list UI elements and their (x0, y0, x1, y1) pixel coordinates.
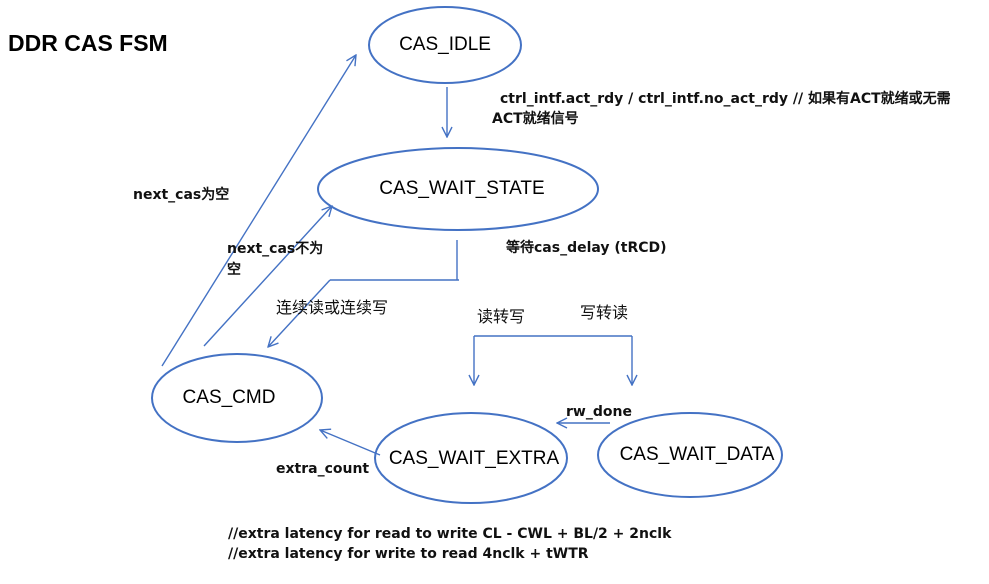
note-write-to-read-latency: //extra latency for write to read 4nclk … (228, 546, 589, 562)
edge-cmd-to-idle (161, 55, 356, 367)
state-cas-idle (368, 6, 522, 84)
diagram-title: DDR CAS FSM (8, 30, 168, 56)
note-read-to-write-latency: //extra latency for read to write CL - C… (228, 526, 672, 542)
label-extra-count: extra_count (276, 461, 370, 477)
edge-cmd-to-wait (203, 206, 332, 347)
state-cas-cmd (151, 353, 323, 443)
label-cmd-to-idle: next_cas为空 (133, 187, 230, 203)
state-cas-wait-state (317, 147, 599, 231)
state-label-cas-wait-extra: CAS_WAIT_EXTRA (388, 448, 560, 470)
state-label-cas-wait-state: CAS_WAIT_STATE (379, 178, 545, 200)
label-write-to-read: 写转读 (580, 303, 629, 322)
label-cmd-to-wait-1: next_cas不为 (227, 241, 324, 257)
state-label-cas-idle: CAS_IDLE (399, 34, 491, 56)
label-rw-done: rw_done (566, 404, 632, 420)
edge-extra-to-cmd (320, 430, 381, 456)
state-label-cas-cmd: CAS_CMD (182, 387, 276, 409)
label-wait-delay: 等待cas_delay (tRCD) (506, 240, 667, 256)
label-burst: 连续读或连续写 (276, 298, 389, 317)
label-read-to-write: 读转写 (477, 307, 526, 326)
edge-burst-to-cmd (268, 279, 331, 347)
state-cas-wait-extra (374, 412, 568, 504)
label-cmd-to-wait-2: 空 (227, 262, 241, 278)
label-idle-to-wait: ctrl_intf.act_rdy / ctrl_intf.no_act_rdy… (500, 91, 951, 107)
label-idle-to-wait-cont: ACT就绪信号 (492, 111, 579, 127)
state-cas-wait-data (597, 412, 783, 498)
state-label-cas-wait-data: CAS_WAIT_DATA (619, 444, 775, 466)
branch-tree (330, 240, 632, 337)
